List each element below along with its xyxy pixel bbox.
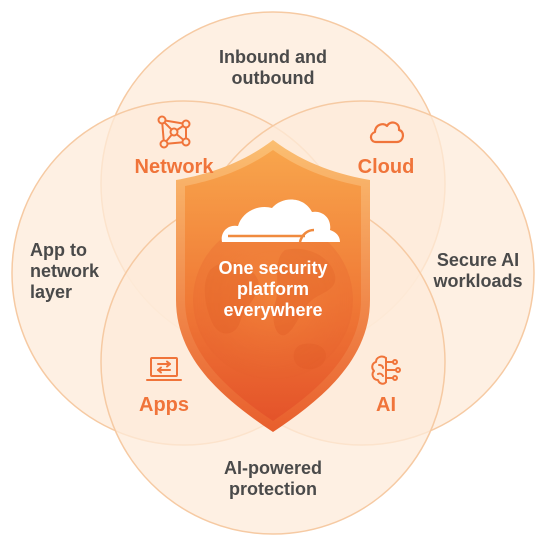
- label-bottom-line1: AI-powered: [223, 458, 322, 478]
- pillar-ai-label: AI: [376, 394, 396, 416]
- label-right-line2: workloads: [433, 271, 523, 291]
- apps-laptop-icon: [146, 357, 182, 381]
- pillar-network: Network: [124, 112, 224, 179]
- label-secure-ai: Secure AI workloads: [420, 250, 536, 292]
- cloudflare-cloud-logo: [221, 199, 340, 243]
- globe-icon: [193, 220, 353, 380]
- label-left-line3: layer: [30, 282, 73, 302]
- label-top-line2: outbound: [231, 68, 315, 88]
- cloud-icon: [369, 121, 404, 144]
- brain-circuit-icon: [371, 355, 401, 385]
- pillar-cloud-label: Cloud: [357, 156, 415, 178]
- pillar-apps: Apps: [114, 350, 214, 417]
- label-bottom-line2: protection: [229, 479, 317, 499]
- center-line2: platform: [237, 279, 309, 299]
- label-left-line1: App to: [30, 240, 87, 260]
- pillar-cloud: Cloud: [336, 112, 436, 179]
- center-line1: One security: [218, 258, 328, 278]
- network-nodes-icon: [157, 115, 191, 149]
- label-top-line1: Inbound and: [219, 47, 327, 67]
- center-line3: everywhere: [223, 300, 323, 320]
- label-app-to-network: App to network layer: [30, 240, 130, 303]
- label-right-line1: Secure AI: [436, 250, 520, 270]
- label-left-line2: network: [30, 261, 100, 281]
- label-ai-powered: AI-powered protection: [200, 458, 346, 500]
- pillar-network-label: Network: [134, 156, 214, 178]
- label-inbound-outbound: Inbound and outbound: [200, 47, 346, 89]
- shield: [176, 140, 370, 432]
- pillar-ai: AI: [336, 350, 436, 417]
- pillar-apps-label: Apps: [139, 394, 189, 416]
- center-tagline: One security platform everywhere: [188, 258, 358, 321]
